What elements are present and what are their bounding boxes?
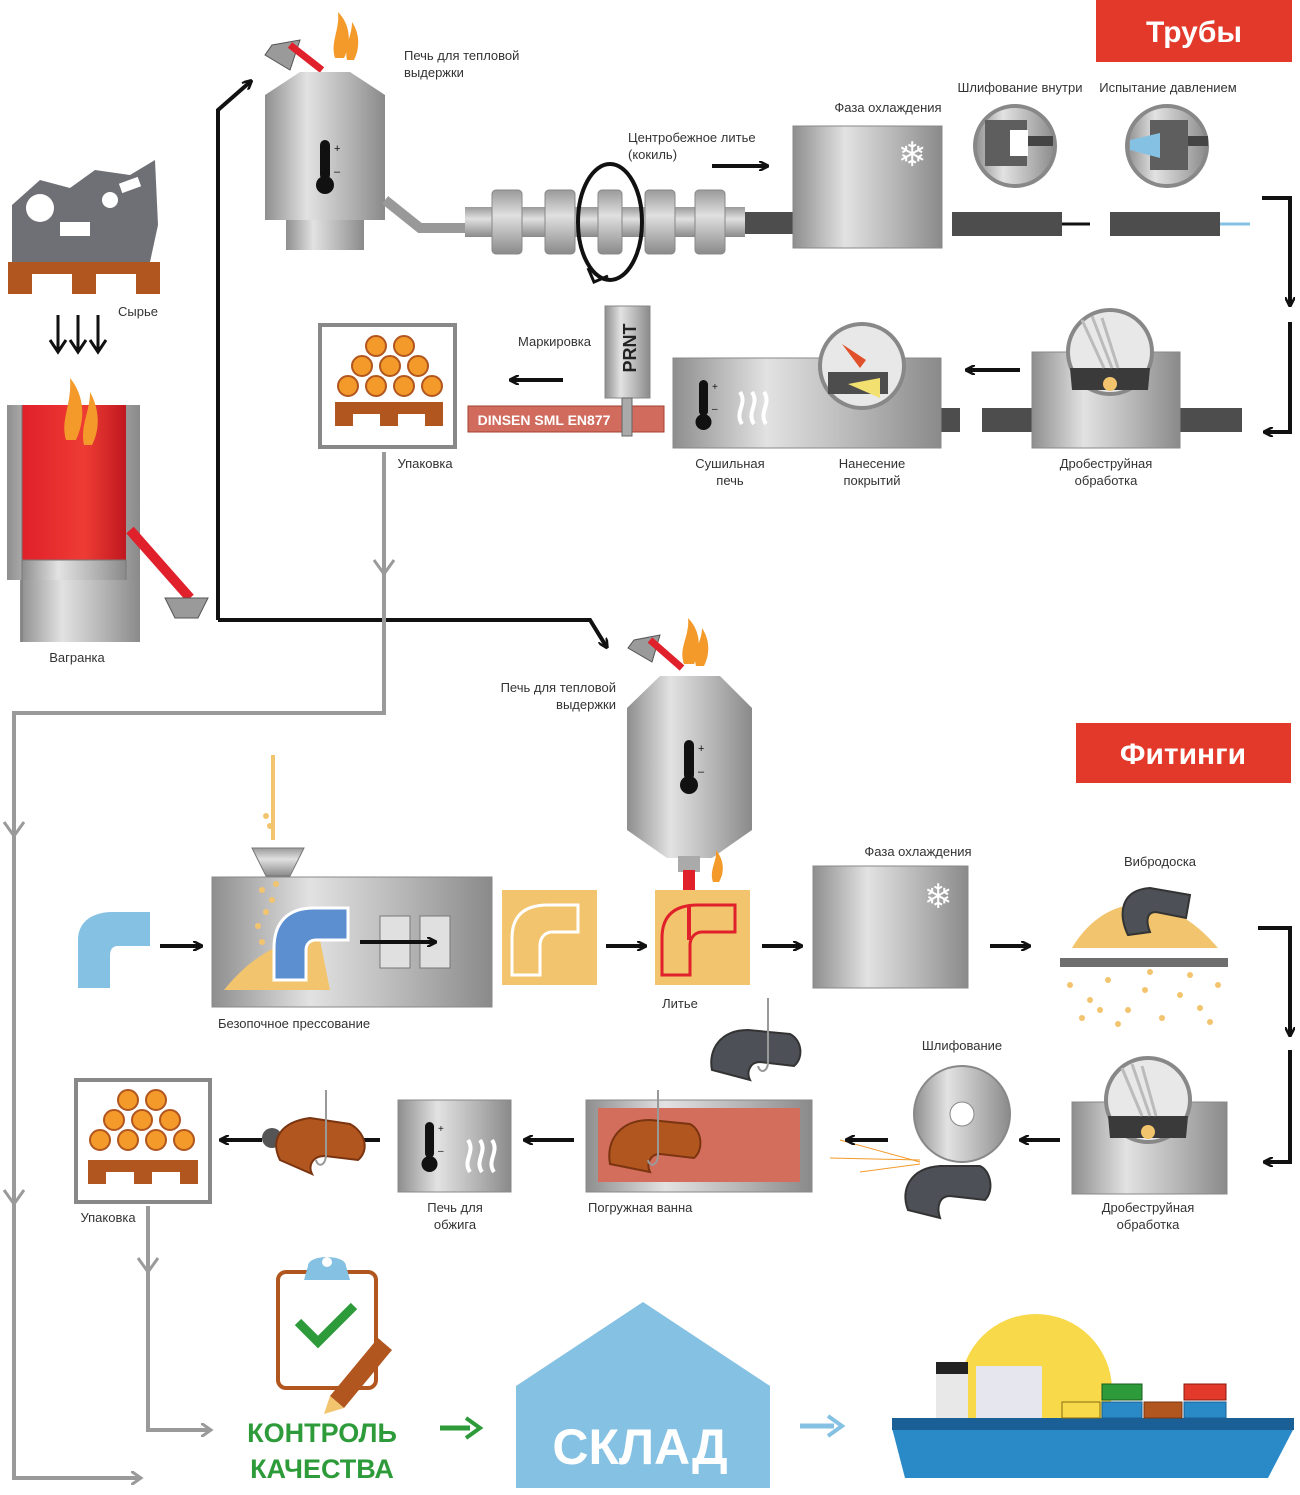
svg-text:–: – xyxy=(334,166,341,178)
svg-text:–: – xyxy=(438,1146,444,1157)
clipboard-check-icon xyxy=(276,1257,378,1390)
flow-arrow xyxy=(1266,322,1292,432)
sand-mold xyxy=(502,890,597,985)
warehouse-label: СКЛАД xyxy=(552,1419,727,1475)
coating-label-1: Нанесение xyxy=(839,456,905,471)
fitting-shot-blasting-label-2: обработка xyxy=(1117,1217,1180,1232)
flow-arrow xyxy=(1258,926,1290,1034)
flaskless-molding-label: Безопочное прессование xyxy=(218,1016,370,1031)
fitting-cooling-label: Фаза охлаждения xyxy=(864,844,971,859)
fitting-packaging-label: Упаковка xyxy=(80,1210,136,1225)
pipe-shot-blasting-label-1: Дробеструйная xyxy=(1060,456,1153,471)
coating-drying-unit xyxy=(672,322,960,449)
svg-text:+: + xyxy=(698,743,704,755)
pipe-segment xyxy=(1110,212,1220,236)
snowflake-icon: ❄ xyxy=(924,877,953,917)
centrifugal-casting-label-1: Центробежное литье xyxy=(628,130,756,145)
flow-arrow xyxy=(1262,196,1290,304)
marking-label: Маркировка xyxy=(518,334,592,349)
quality-control-label-1: КОНТРОЛЬ xyxy=(247,1418,397,1448)
pipe-shot-blasting xyxy=(982,308,1242,449)
fitting-furnace-label-1: Печь для тепловой xyxy=(501,680,616,695)
heat-waves-icon xyxy=(465,1138,497,1174)
pipes-section-badge: Трубы xyxy=(1096,0,1292,62)
grinding-sparks xyxy=(829,1139,921,1173)
drying-oven-label-2: печь xyxy=(716,473,744,488)
thermometer-icon: + – xyxy=(680,740,705,794)
pipe-marking-text: DINSEN SML EN877 xyxy=(478,412,611,428)
thermometer-icon: + – xyxy=(421,1122,444,1172)
pipe-packaging-pallet xyxy=(318,323,457,449)
annealing-oven-label-1: Печь для xyxy=(427,1200,483,1215)
flow-line-to-quality-control xyxy=(146,1206,210,1430)
fitting-shot-blasting-label-1: Дробеструйная xyxy=(1102,1200,1195,1215)
annealing-oven-label-2: обжига xyxy=(434,1217,477,1232)
centrifugal-casting-label-2: (кокиль) xyxy=(628,147,677,162)
heat-waves-icon xyxy=(737,390,769,426)
flaskless-molding-machine xyxy=(211,755,493,1008)
flow-line-to-quality-control xyxy=(12,452,386,1478)
flame-icon xyxy=(64,378,98,445)
pipe-furnace-label-2: выдержки xyxy=(404,65,464,80)
inner-grinding-label: Шлифование внутри xyxy=(958,80,1083,95)
grinding-label: Шлифование xyxy=(922,1038,1002,1053)
cupola xyxy=(7,405,209,642)
flow-arrow-to-fitting-furnace xyxy=(218,618,606,646)
flame-icon xyxy=(711,850,723,882)
svg-text:+: + xyxy=(438,1124,444,1135)
dip-bath-label: Погружная ванна xyxy=(588,1200,693,1215)
svg-text:+: + xyxy=(712,382,718,393)
vibro-sand-particles xyxy=(1067,969,1221,1027)
grinding-wheel xyxy=(904,1065,1011,1220)
pressure-test-station xyxy=(1125,104,1209,188)
casting-label: Литье xyxy=(662,996,698,1011)
fittings-section-badge: Фитинги xyxy=(1076,723,1291,783)
vibro-table-label: Вибродоска xyxy=(1124,854,1197,869)
vibro-table xyxy=(1060,886,1228,967)
flow-arrow-to-pipe-furnace xyxy=(216,82,250,620)
thermometer-icon: + – xyxy=(695,380,718,430)
casting-mold xyxy=(655,890,750,985)
cargo-ship-icon xyxy=(892,1314,1294,1478)
painted-fitting-icon xyxy=(262,1090,366,1177)
flame-icon xyxy=(682,618,709,666)
fitting-pattern-icon xyxy=(78,912,150,988)
inner-grinding-station xyxy=(973,104,1057,188)
fitting-holding-furnace xyxy=(627,634,752,908)
drying-oven-label-1: Сушильная xyxy=(695,456,764,471)
flow-arrow xyxy=(1266,1050,1292,1162)
quality-control-label-2: КАЧЕСТВА xyxy=(250,1454,394,1484)
raw-material-down-arrows xyxy=(48,315,108,355)
pipe-packaging-label: Упаковка xyxy=(397,456,453,471)
svg-text:–: – xyxy=(712,404,718,415)
pipe-cooling-chamber xyxy=(792,125,943,249)
snowflake-icon: ❄ xyxy=(898,135,927,175)
fitting-shot-blasting xyxy=(1071,1056,1228,1195)
annealing-oven xyxy=(397,1099,512,1193)
pipe-segment xyxy=(952,212,1062,236)
cupola-label: Вагранка xyxy=(49,650,105,665)
pipes-section-title: Трубы xyxy=(1146,16,1242,49)
centrifugal-casting-machine xyxy=(465,162,795,284)
coating-label-2: покрытий xyxy=(843,473,900,488)
svg-text:+: + xyxy=(334,143,340,155)
pipe-shot-blasting-label-2: обработка xyxy=(1075,473,1138,488)
thermometer-icon: + – xyxy=(316,140,341,194)
fittings-section-title: Фитинги xyxy=(1120,738,1246,771)
print-head-label: PRNT xyxy=(620,323,640,372)
fitting-furnace-label-2: выдержки xyxy=(556,697,616,712)
pipe-cooling-label: Фаза охлаждения xyxy=(834,100,941,115)
dip-bath xyxy=(585,998,813,1193)
marking-station xyxy=(467,305,665,437)
pressure-test-label: Испытание давлением xyxy=(1099,80,1236,95)
flame-icon xyxy=(333,12,359,60)
fitting-packaging-pallet xyxy=(74,1078,212,1204)
fitting-cooling-chamber xyxy=(812,865,969,989)
pipe-furnace-label-1: Печь для тепловой xyxy=(404,48,519,63)
raw-material-icon xyxy=(8,160,160,294)
warehouse-icon xyxy=(516,1302,770,1488)
pencil-icon xyxy=(324,1338,392,1414)
raw-material-label: Сырье xyxy=(118,304,158,319)
svg-text:–: – xyxy=(698,766,705,778)
